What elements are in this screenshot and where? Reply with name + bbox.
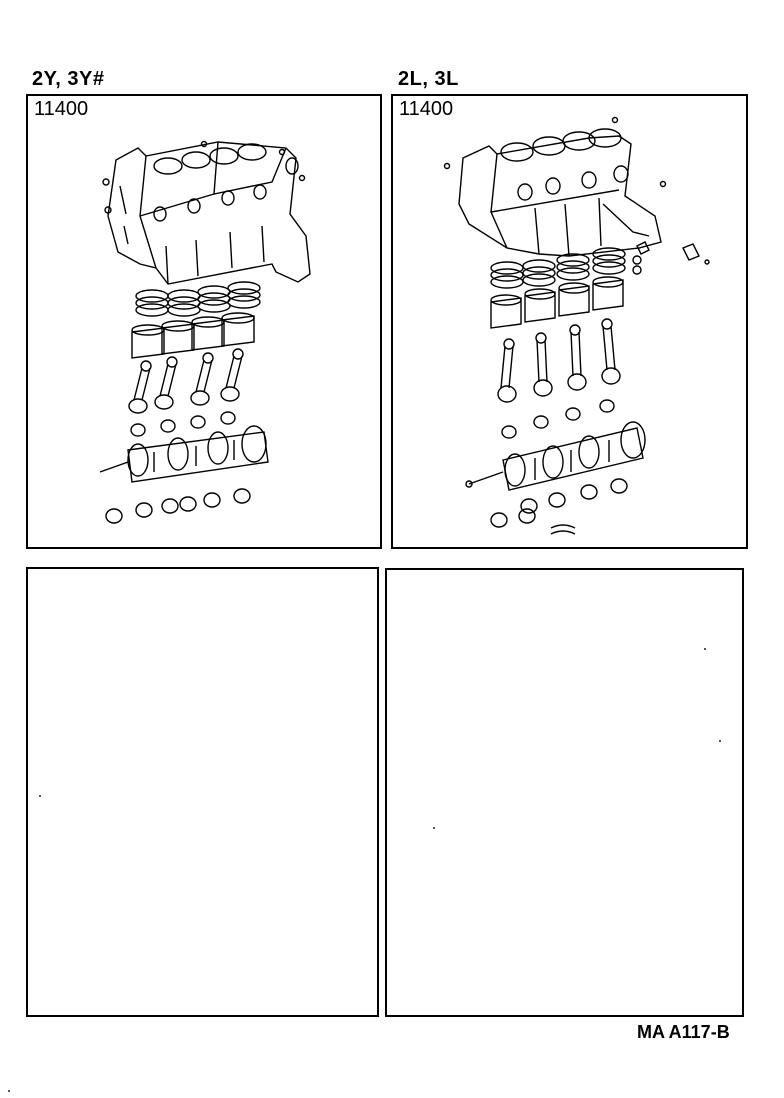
piston-rings-drawing	[490, 247, 642, 289]
diagram-code: MA A117-B	[637, 1022, 730, 1042]
connecting-rods-drawing	[497, 318, 621, 403]
main-bearings-drawing	[105, 488, 251, 524]
pistons-drawing	[131, 312, 255, 359]
panel-top-right: 11400	[391, 94, 748, 549]
cylinder-block-drawing	[443, 116, 710, 265]
cylinder-block-drawing	[102, 140, 311, 285]
engine-label-left: 2Y, 3Y#	[32, 68, 105, 90]
scan-speck	[433, 827, 435, 829]
short-block-illustration-right	[443, 116, 710, 535]
connecting-rods-drawing	[128, 348, 244, 414]
crankshaft-drawing	[99, 425, 269, 483]
crankshaft-drawing	[465, 421, 646, 491]
rod-bearings-drawing	[501, 399, 615, 439]
part-number-left: 11400	[34, 98, 89, 120]
scan-speck	[39, 795, 41, 797]
scan-speck	[719, 740, 721, 742]
rod-bearings-drawing	[130, 411, 236, 437]
engine-label-right: 2L, 3L	[398, 68, 459, 90]
panel-bottom-right	[385, 568, 744, 1017]
panel-top-left: 11400	[26, 94, 382, 549]
part-number-right: 11400	[399, 98, 454, 120]
scan-speck	[8, 1090, 10, 1092]
pistons-drawing	[490, 276, 624, 329]
panel-bottom-left	[26, 567, 379, 1017]
scan-speck	[704, 648, 706, 650]
main-bearings-drawing	[490, 478, 628, 535]
piston-rings-drawing	[135, 281, 261, 317]
short-block-illustration-left	[99, 140, 311, 524]
